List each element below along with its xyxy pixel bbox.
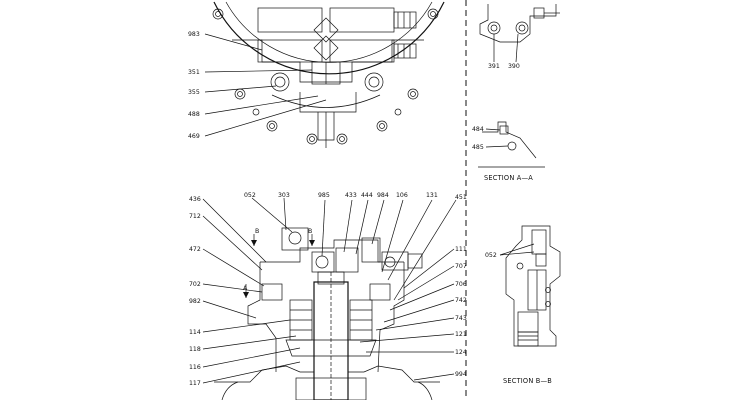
part-label: 124 <box>455 349 467 356</box>
section-marker: B <box>255 228 259 235</box>
part-label: 118 <box>189 346 201 353</box>
part-label: 985 <box>318 192 330 199</box>
part-label: 116 <box>189 364 201 371</box>
part-label: 106 <box>396 192 408 199</box>
part-label: 742 <box>455 297 467 304</box>
lower-view-right-labels: 111 707 706 742 743 121 124 994 <box>455 246 467 378</box>
part-label: 451 <box>455 194 467 201</box>
part-label: 472 <box>189 246 201 253</box>
part-label: 390 <box>508 63 520 70</box>
lower-view-top-labels: 052 303 985 433 444 984 106 131 451 <box>244 192 467 201</box>
part-label: 114 <box>189 329 201 336</box>
section-a-title: SECTION A—A <box>484 174 533 182</box>
part-label: 052 <box>244 192 256 199</box>
part-label: 111 <box>455 246 467 253</box>
part-label: 121 <box>455 331 467 338</box>
part-label: 052 <box>485 252 497 259</box>
part-label: 983 <box>188 31 200 38</box>
part-label: 707 <box>455 263 467 270</box>
part-label: 485 <box>472 144 484 151</box>
top-view-labels: 983 351 355 488 469 <box>188 31 200 140</box>
part-label: 994 <box>455 371 467 378</box>
section-b-title: SECTION B—B <box>503 377 552 385</box>
section-markers: B B A <box>243 228 312 292</box>
part-label: 984 <box>377 192 389 199</box>
part-label: 303 <box>278 192 290 199</box>
part-label: 702 <box>189 281 201 288</box>
part-label: 444 <box>361 192 373 199</box>
section-a-view <box>478 4 560 168</box>
part-label: 982 <box>189 298 201 305</box>
part-label: 484 <box>472 126 484 133</box>
part-label: 355 <box>188 89 200 96</box>
section-b-view <box>499 225 561 347</box>
section-marker: B <box>308 228 312 235</box>
part-label: 436 <box>189 196 201 203</box>
part-label: 391 <box>488 63 500 70</box>
section-marker: A <box>243 285 248 292</box>
part-label: 712 <box>189 213 201 220</box>
part-label: 706 <box>455 281 467 288</box>
section-a-labels: 391 390 484 485 SECTION A—A <box>472 63 533 182</box>
part-label: 117 <box>189 380 201 387</box>
lower-view-left-labels: 436 712 472 702 982 114 118 116 117 <box>189 196 201 387</box>
part-label: 433 <box>345 192 357 199</box>
part-label: 488 <box>188 111 200 118</box>
part-label: 351 <box>188 69 200 76</box>
part-label: 743 <box>455 315 467 322</box>
section-b-labels: 052 SECTION B—B <box>485 252 552 385</box>
part-label: 131 <box>426 192 438 199</box>
lower-section-view <box>202 197 457 401</box>
top-end-view <box>204 1 445 148</box>
part-label: 469 <box>188 133 200 140</box>
